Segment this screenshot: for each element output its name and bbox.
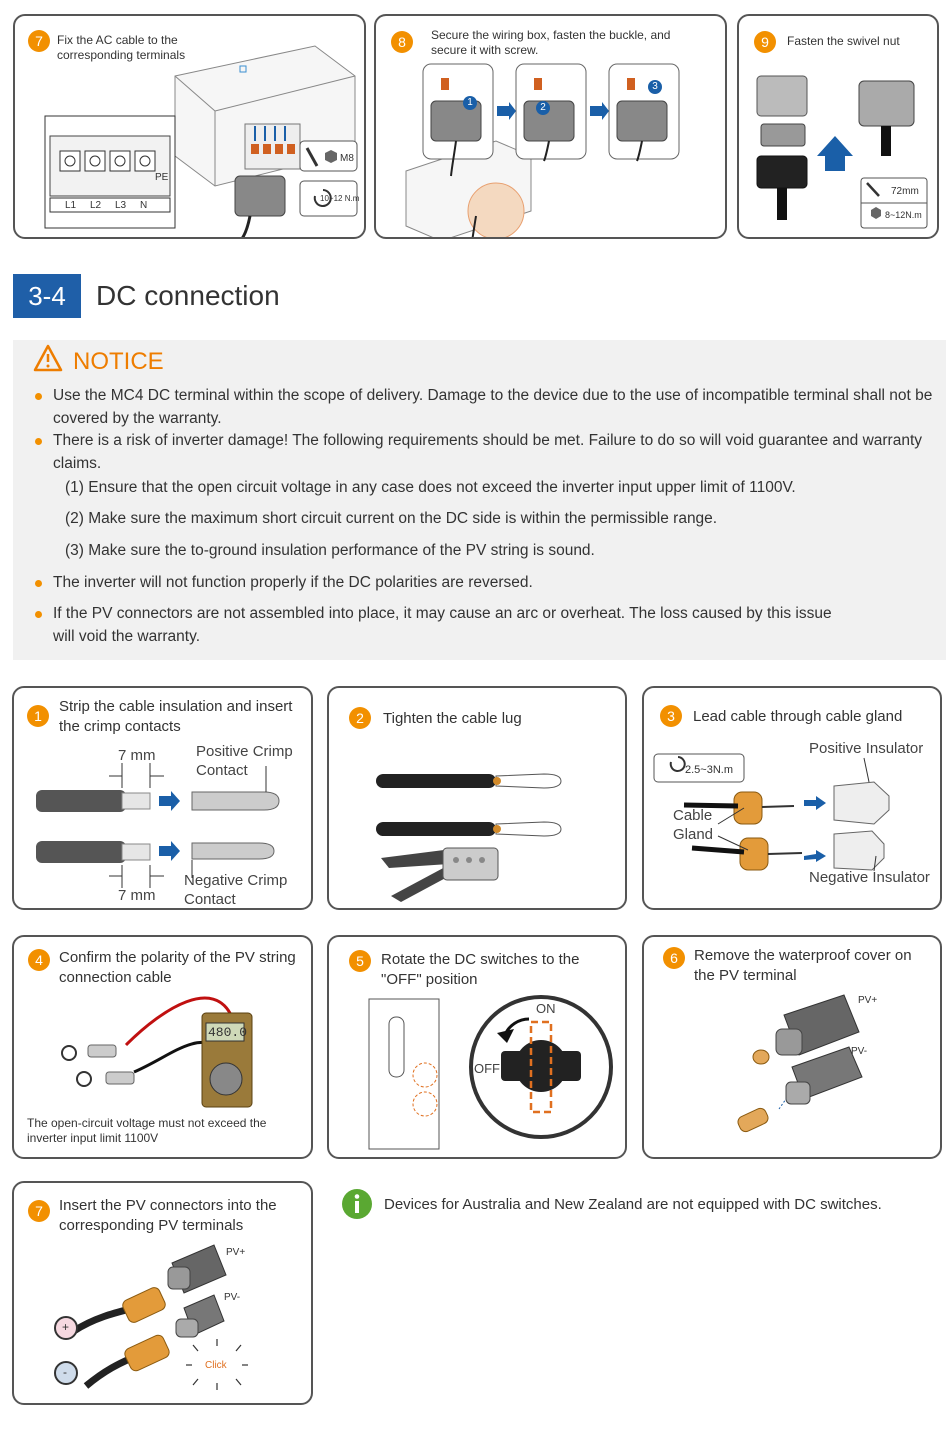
dc-step-3-panel: 3 Lead cable through cable gland 2.5~3N.… [642, 686, 942, 910]
step-number-badge: 9 [754, 31, 776, 53]
bullet-icon [35, 438, 42, 445]
step-caption: Lead cable through cable gland [693, 708, 903, 725]
switch-on-label: ON [536, 1001, 556, 1016]
notice-item-text: The inverter will not function properly … [53, 574, 533, 591]
substep-badge-1: 1 [463, 96, 477, 110]
dc-step-2-panel: 2 Tighten the cable lug [327, 686, 627, 910]
negative-insulator-label: Negative Insulator [809, 869, 930, 886]
wiring-box-illustration [405, 63, 680, 237]
multimeter-reading: 480.0 [208, 1025, 248, 1040]
step-caption: Insert the PV connectors into the corres… [59, 1197, 277, 1234]
torque-label: 8~12N.m [885, 210, 922, 220]
switch-off-label: OFF [474, 1061, 500, 1076]
info-icon [342, 1189, 372, 1219]
dc-step-4-panel: 4 Confirm the polarity of the PV string … [12, 935, 313, 1159]
minus-symbol: - [63, 1365, 67, 1379]
step-caption: Tighten the cable lug [383, 710, 522, 727]
bolt-size-label: M8 [340, 153, 354, 164]
notice-box: NOTICE Use the MC4 DC terminal within th… [13, 340, 946, 660]
waterproof-cover-illustration [737, 994, 863, 1133]
cable-gland-label: Cable Gland [673, 807, 714, 843]
pv-minus-label: PV- [851, 1046, 868, 1057]
notice-title: NOTICE [73, 348, 164, 375]
plus-symbol: + [62, 1320, 70, 1334]
notice-subitem: (2) Make sure the maximum short circuit … [65, 510, 718, 527]
top-step-9-panel: 9 Fasten the swivel nut 72mm 8~12N.m [737, 14, 939, 239]
step-caption: Strip the cable insulation and insert th… [59, 698, 293, 735]
l3-label: L3 [115, 200, 127, 211]
dc-step-6-panel: 6 Remove the waterproof cover on the PV … [642, 935, 942, 1159]
pv-plus-label: PV+ [858, 995, 878, 1006]
notice-item: There is a risk of inverter damage! The … [35, 429, 943, 475]
step-number-badge: 8 [391, 31, 413, 53]
n-label: N [140, 200, 148, 211]
positive-insulator-label: Positive Insulator [809, 740, 924, 757]
step-caption: Fasten the swivel nut [787, 34, 900, 48]
bullet-icon [35, 580, 42, 587]
step-number-badge: 3 [660, 705, 682, 727]
pv-minus-label: PV- [224, 1292, 241, 1303]
notice-item: Use the MC4 DC terminal within the scope… [35, 384, 943, 430]
section-number: 3-4 [13, 274, 81, 318]
info-note-text: Devices for Australia and New Zealand ar… [384, 1196, 882, 1213]
inverter-ac-illustration [44, 45, 358, 237]
pv-connectors-illustration [54, 1244, 248, 1390]
pe-label: PE [155, 172, 169, 183]
wrench-size-label: 72mm [891, 186, 919, 197]
multimeter-illustration [61, 996, 253, 1108]
strip-length-bottom: 7 mm [118, 887, 156, 904]
step-caption: Secure the wiring box, fasten the buckle… [431, 28, 671, 57]
step-number-badge: 5 [349, 950, 371, 972]
strip-length-top: 7 mm [118, 747, 156, 764]
torque-label: 2.5~3N.m [685, 764, 733, 776]
pv-plus-label: PV+ [226, 1247, 246, 1258]
step-number-badge: 7 [28, 30, 50, 52]
notice-item: If the PV connectors are not assembled i… [35, 602, 843, 648]
cable-gland-illustration [653, 753, 890, 872]
notice-item-text: If the PV connectors are not assembled i… [53, 605, 832, 645]
click-label: Click [205, 1360, 227, 1371]
l1-label: L1 [65, 200, 77, 211]
dc-step-1-panel: 1 Strip the cable insulation and insert … [12, 686, 313, 910]
step-number-badge: 1 [27, 705, 49, 727]
torque-label: 10~12 N.m [320, 194, 360, 203]
top-step-7-panel: 7 Fix the AC cable to the corresponding … [13, 14, 366, 239]
step-number-badge: 7 [28, 1200, 50, 1222]
bullet-icon [35, 611, 42, 618]
positive-crimp-contact-label: Positive Crimp Contact [196, 743, 293, 779]
notice-item-text: Use the MC4 DC terminal within the scope… [53, 387, 933, 427]
step-caption: Remove the waterproof cover on the PV te… [694, 947, 912, 984]
step-caption: Confirm the polarity of the PV string co… [59, 949, 296, 986]
top-step-8-panel: 8 Secure the wiring box, fasten the buck… [374, 14, 727, 239]
step-number-badge: 6 [663, 947, 685, 969]
dc-step-7-panel: 7 Insert the PV connectors into the corr… [12, 1181, 313, 1405]
step-caption: Fix the AC cable to the corresponding te… [57, 33, 186, 62]
swivel-nut-illustration [756, 75, 928, 229]
notice-subitem: (3) Make sure the to-ground insulation p… [65, 542, 595, 559]
substep-badge-3: 3 [648, 80, 662, 94]
notice-subitem: (1) Ensure that the open circuit voltage… [65, 479, 796, 496]
l2-label: L2 [90, 200, 102, 211]
cable-lug-illustration [376, 773, 562, 902]
voltage-limit-note: The open-circuit voltage must not exceed… [27, 1116, 267, 1145]
negative-crimp-contact-label: Negative Crimp Contact [184, 872, 288, 908]
substep-badge-2: 2 [536, 101, 550, 115]
step-number-badge: 4 [28, 949, 50, 971]
bullet-icon [35, 393, 42, 400]
section-title: DC connection [96, 280, 280, 311]
notice-item: The inverter will not function properly … [35, 571, 943, 594]
dc-switch-illustration [368, 995, 613, 1150]
warning-icon [33, 344, 63, 372]
step-number-badge: 2 [349, 707, 371, 729]
step-caption: Rotate the DC switches to the "OFF" posi… [381, 951, 580, 988]
dc-step-5-panel: 5 Rotate the DC switches to the "OFF" po… [327, 935, 627, 1159]
crimp-contacts-illustration [36, 763, 280, 888]
notice-item-text: There is a risk of inverter damage! The … [53, 432, 923, 472]
